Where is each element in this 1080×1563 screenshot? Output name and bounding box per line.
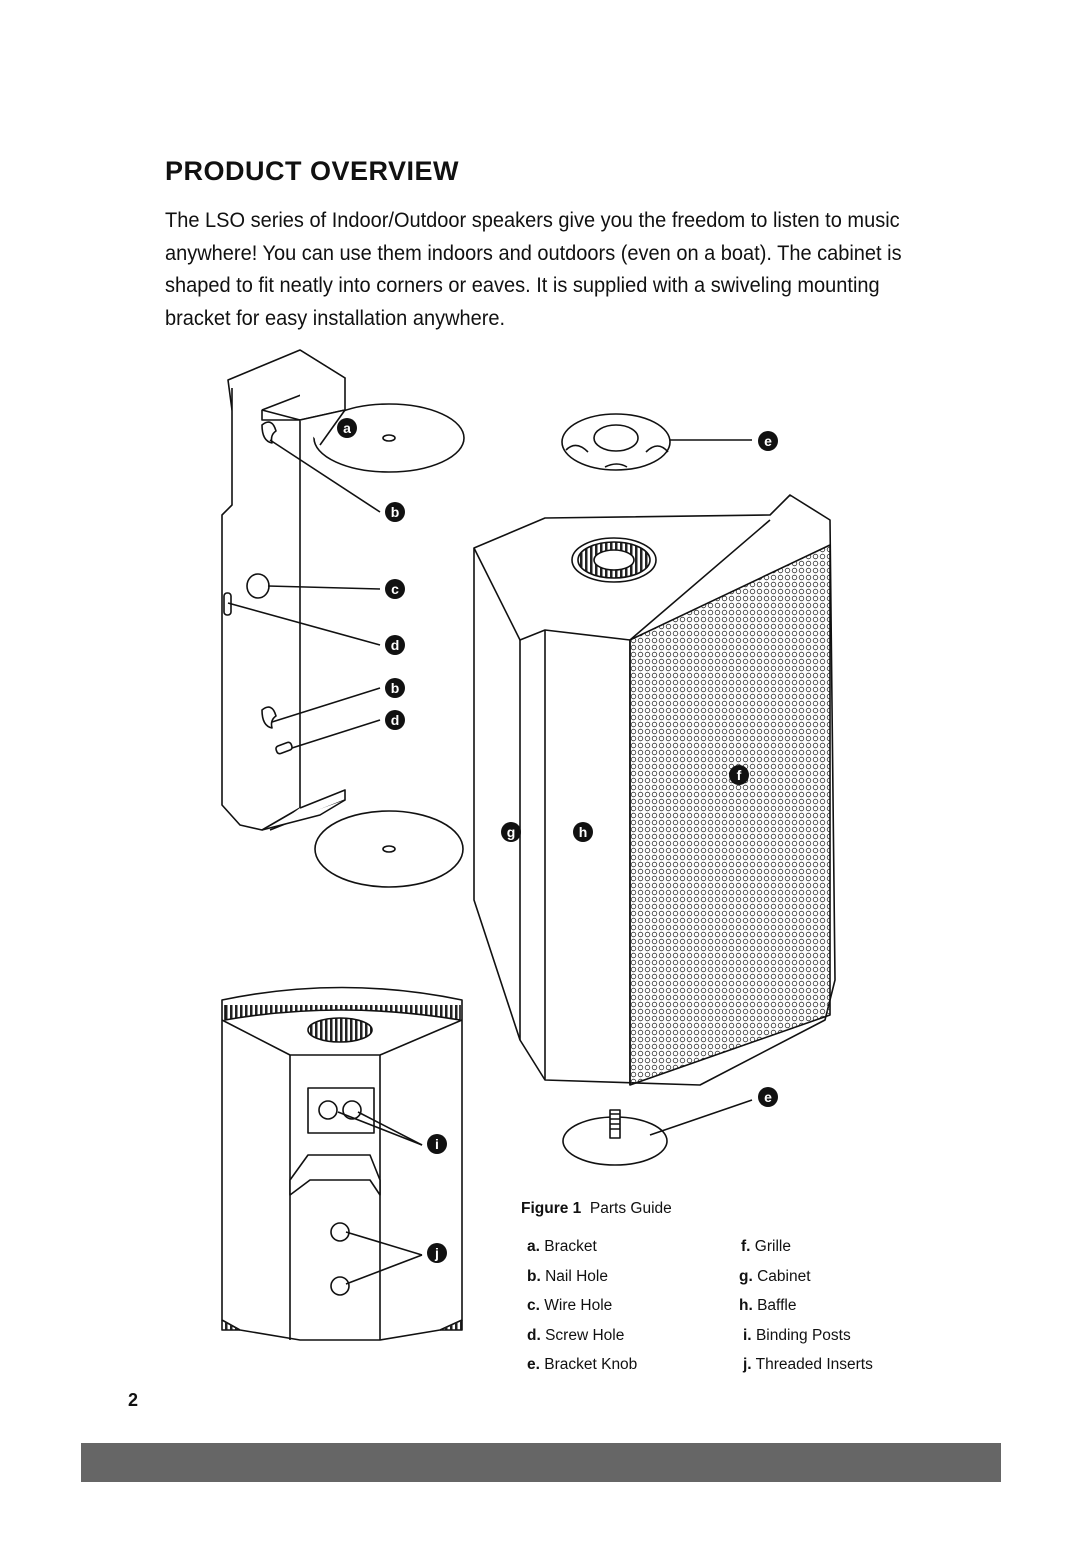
part-name: Screw Hole [545, 1327, 625, 1344]
callout-b-lower: b [385, 678, 405, 698]
speaker-cabinet-drawing [473, 494, 836, 1086]
page-title: PRODUCT OVERVIEW [165, 156, 460, 186]
part-name: Threaded Inserts [755, 1356, 873, 1373]
part-letter: b. [527, 1268, 541, 1285]
part-name: Bracket Knob [544, 1356, 638, 1373]
part-name: Bracket [544, 1238, 597, 1255]
list-item: g. Cabinet [739, 1268, 811, 1286]
callout-d: d [385, 635, 405, 655]
part-letter: h. [739, 1297, 753, 1314]
part-letter: f. [741, 1238, 751, 1255]
list-item: e. Bracket Knob [527, 1356, 637, 1374]
bracket-knob-top [561, 413, 752, 471]
part-name: Binding Posts [755, 1327, 851, 1344]
callout-i: i [427, 1134, 447, 1154]
list-item: j. Threaded Inserts [743, 1356, 873, 1374]
part-letter: c. [527, 1297, 540, 1314]
callout-j: j [427, 1243, 447, 1263]
list-item: h. Baffle [739, 1297, 796, 1315]
part-name: Baffle [757, 1297, 797, 1314]
part-letter: g. [739, 1268, 753, 1285]
bracket-drawing [221, 349, 465, 888]
figure-label: Figure 1 [521, 1200, 582, 1217]
list-item: c. Wire Hole [527, 1297, 612, 1315]
callout-c: c [385, 579, 405, 599]
figure-caption: Figure 1 Parts Guide [521, 1200, 672, 1218]
part-name: Cabinet [757, 1268, 811, 1285]
callout-d-lower: d [385, 710, 405, 730]
part-letter: e. [527, 1356, 540, 1373]
list-item: f. Grille [741, 1238, 791, 1256]
callout-e-top: e [758, 431, 778, 451]
list-item: i. Binding Posts [743, 1327, 851, 1345]
part-name: Grille [754, 1238, 791, 1255]
callout-h: h [573, 822, 593, 842]
intro-paragraph: The LSO series of Indoor/Outdoor speaker… [165, 208, 902, 330]
speaker-back-drawing [221, 986, 463, 1341]
callout-g: g [501, 822, 521, 842]
callout-f: f [729, 765, 749, 785]
footer-bar [81, 1443, 1001, 1482]
list-item: d. Screw Hole [527, 1327, 624, 1345]
callout-b: b [385, 502, 405, 522]
part-name: Wire Hole [544, 1297, 613, 1314]
part-letter: j. [743, 1356, 752, 1373]
bracket-knob-bottom [562, 1099, 753, 1166]
part-letter: d. [527, 1327, 541, 1344]
part-name: Nail Hole [545, 1268, 608, 1285]
page-number: 2 [128, 1390, 139, 1410]
part-letter: a. [527, 1238, 540, 1255]
part-letter: i. [743, 1327, 752, 1344]
callout-e-bottom: e [758, 1087, 778, 1107]
list-item: b. Nail Hole [527, 1268, 608, 1286]
callout-a: a [337, 418, 357, 438]
list-item: a. Bracket [527, 1238, 597, 1256]
figure-caption-text: Parts Guide [589, 1200, 672, 1217]
